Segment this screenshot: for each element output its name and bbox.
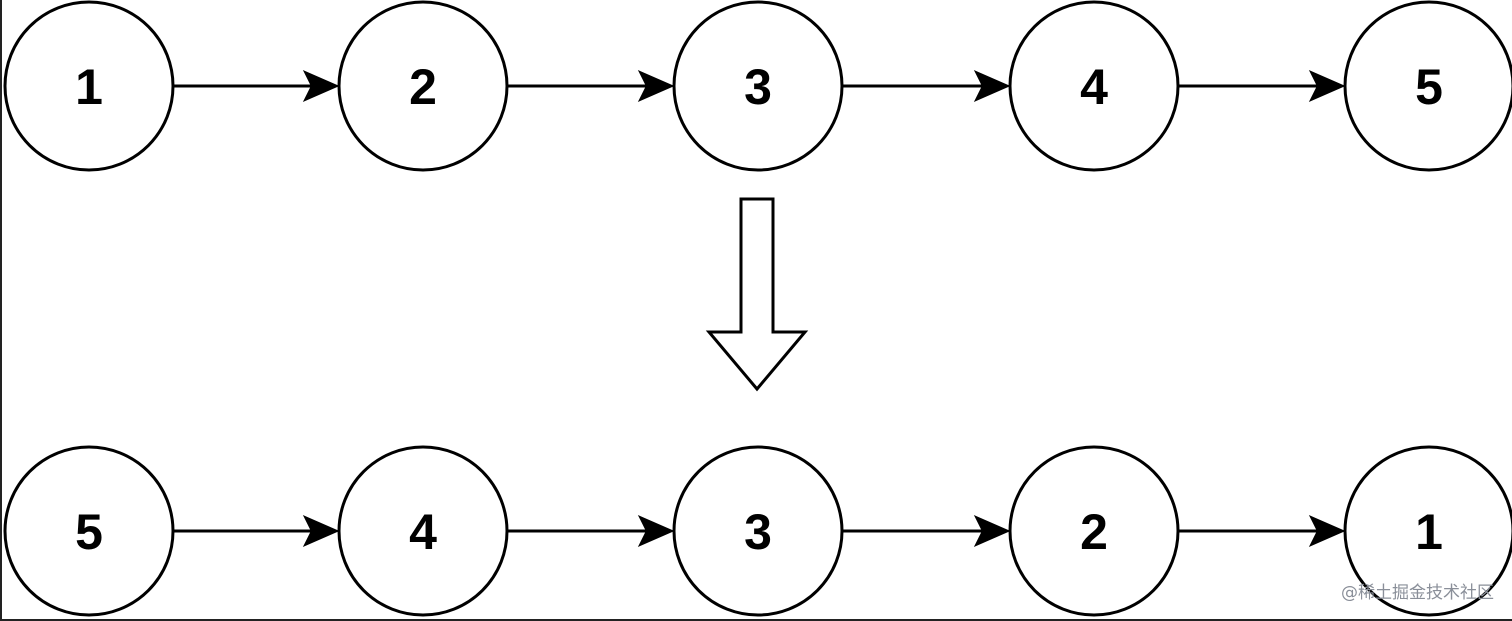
bottom-arrowhead-icon-1: [302, 514, 340, 548]
node-label: 3: [744, 59, 772, 115]
node-circle: [1343, 445, 1512, 617]
bottom-arrowhead-icon-3: [973, 514, 1011, 548]
node-circle: [1008, 0, 1180, 172]
node-circle: [3, 445, 175, 617]
node-circle: [672, 445, 844, 617]
top-arrowhead-icon-4: [1308, 69, 1346, 103]
node-circle: [3, 0, 175, 172]
original-list-row: 1 2 3 4 5: [3, 0, 1512, 172]
transform-down-arrow-icon: [705, 197, 809, 392]
bottom-node-2: 4: [337, 445, 509, 617]
top-node-2: 2: [337, 0, 509, 172]
node-label: 2: [409, 59, 437, 115]
node-label: 1: [1415, 504, 1443, 560]
bottom-arrowhead-icon-4: [1308, 514, 1346, 548]
node-circle: [337, 445, 509, 617]
node-label: 1: [75, 59, 103, 115]
top-node-5: 5: [1343, 0, 1512, 172]
top-arrowhead-icon-3: [973, 69, 1011, 103]
top-node-4: 4: [1008, 0, 1180, 172]
bottom-arrowhead-icon-2: [637, 514, 675, 548]
bottom-node-1: 5: [3, 445, 175, 617]
node-label: 4: [409, 504, 437, 560]
node-label: 2: [1080, 504, 1108, 560]
node-label: 5: [1415, 59, 1443, 115]
bottom-node-5: 1: [1343, 445, 1512, 617]
node-label: 5: [75, 504, 103, 560]
node-circle: [337, 0, 509, 172]
node-label: 4: [1080, 59, 1108, 115]
node-circle: [672, 0, 844, 172]
top-node-1: 1: [3, 0, 175, 172]
reversed-list-row: 5 4 3 2 1: [3, 445, 1512, 617]
node-circle: [1008, 445, 1180, 617]
top-arrowhead-icon-2: [637, 69, 675, 103]
top-node-3: 3: [672, 0, 844, 172]
bottom-node-4: 2: [1008, 445, 1180, 617]
watermark: @稀土掘金技术社区: [1341, 583, 1494, 603]
bottom-node-3: 3: [672, 445, 844, 617]
node-label: 3: [744, 504, 772, 560]
top-arrowhead-icon-1: [302, 69, 340, 103]
node-circle: [1343, 0, 1512, 172]
